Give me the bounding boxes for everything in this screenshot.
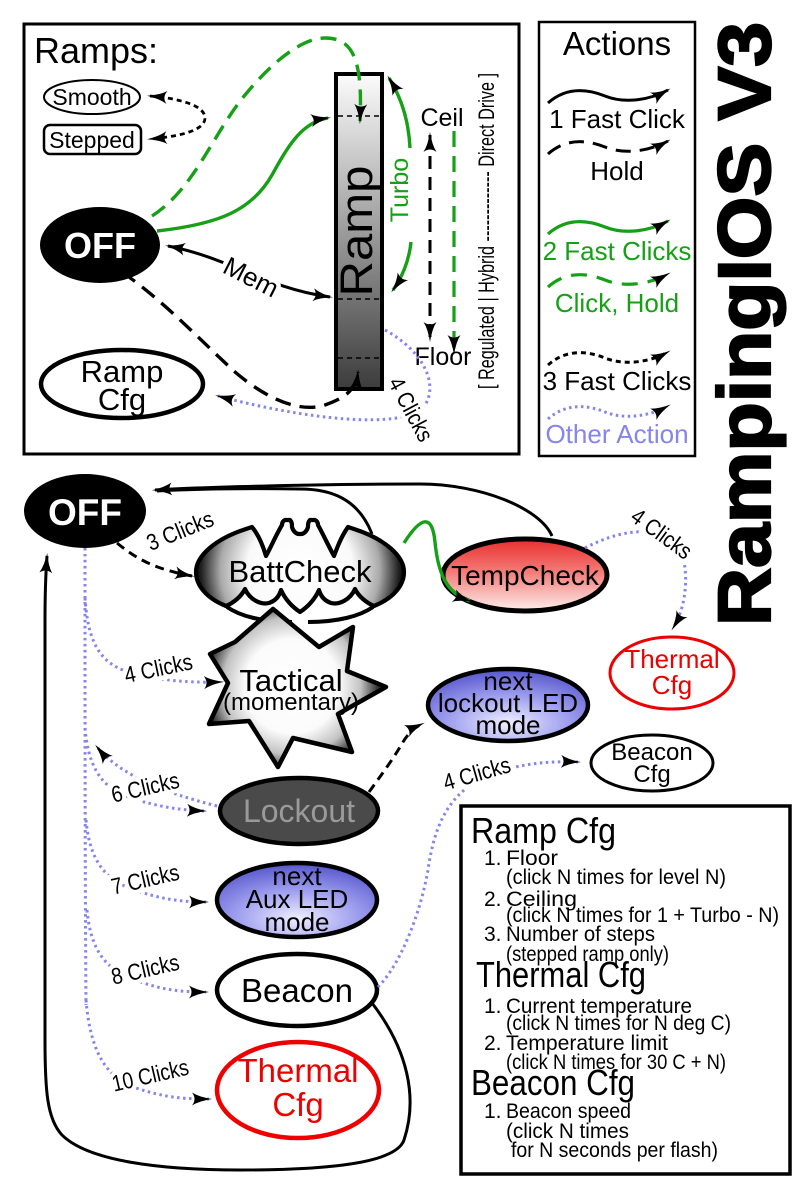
svg-text:3 Fast Clicks: 3 Fast Clicks [543,366,692,396]
svg-text:Beacon: Beacon [611,739,692,766]
svg-text:Cfg: Cfg [652,670,692,700]
svg-text:Ramps:: Ramps: [34,30,158,71]
svg-text:Aux LED: Aux LED [246,884,349,914]
svg-text:1 Fast Click: 1 Fast Click [549,104,686,134]
svg-text:OFF: OFF [64,225,136,266]
svg-text:3.: 3. [484,923,502,946]
svg-text:Hold: Hold [590,156,643,186]
svg-text:Other Action: Other Action [545,419,688,449]
svg-text:Ramp: Ramp [331,166,382,297]
svg-text:Beacon Cfg: Beacon Cfg [471,1062,635,1103]
svg-text:Click, Hold: Click, Hold [555,288,679,318]
svg-text:Current temperature: Current temperature [506,995,692,1018]
svg-text:OFF: OFF [48,492,122,533]
svg-text:(click N times for level N): (click N times for level N) [506,866,726,889]
svg-text:Ceiling: Ceiling [506,888,577,911]
svg-text:Ceil: Ceil [420,104,463,132]
svg-text:Ramp Cfg: Ramp Cfg [471,810,616,851]
svg-text:mode: mode [475,710,540,740]
svg-text:for N seconds per flash): for N seconds per flash) [511,1139,718,1162]
svg-text:(stepped ramp only): (stepped ramp only) [506,943,669,966]
svg-text:BattCheck: BattCheck [228,554,372,589]
svg-text:2.: 2. [484,1032,502,1055]
svg-text:Smooth: Smooth [52,84,131,110]
svg-text:(click N times for 1 + Turbo -: (click N times for 1 + Turbo - N) [506,904,779,927]
svg-text:next: next [483,666,533,696]
svg-text:Beacon: Beacon [241,972,353,1009]
svg-text:Lockout: Lockout [243,793,355,829]
svg-text:Number of steps: Number of steps [506,923,655,946]
svg-text:Stepped: Stepped [49,127,135,153]
svg-text:Beacon speed: Beacon speed [506,1100,631,1123]
svg-text:next: next [272,861,322,891]
svg-text:(click N times for N deg C): (click N times for N deg C) [506,1012,731,1035]
svg-text:[ Regulated | Hybrid ---------: [ Regulated | Hybrid ------------- Direc… [474,73,499,389]
svg-text:mode: mode [264,907,329,937]
svg-text:Tactical: Tactical [239,663,342,698]
svg-text:1.: 1. [484,1100,502,1123]
svg-text:lockout LED: lockout LED [438,688,578,718]
svg-text:Floor: Floor [506,847,558,870]
svg-text:Actions: Actions [563,25,671,62]
svg-text:Thermal: Thermal [624,644,719,674]
svg-text:Thermal Cfg: Thermal Cfg [476,954,646,995]
svg-text:(click N times for 30 C + N): (click N times for 30 C + N) [506,1051,726,1074]
svg-text:Temperature limit: Temperature limit [506,1032,668,1055]
svg-text:Turbo: Turbo [386,158,414,222]
svg-text:Cfg: Cfg [98,382,146,417]
svg-text:Cfg: Cfg [272,1086,323,1123]
svg-text:2.: 2. [484,888,502,911]
svg-text:RampingIOS V3: RampingIOS V3 [703,22,786,626]
svg-text:TempCheck: TempCheck [451,560,600,591]
svg-text:1.: 1. [484,995,502,1018]
svg-text:(momentary): (momentary) [223,689,359,716]
svg-text:Cfg: Cfg [633,761,670,788]
svg-text:2 Fast Clicks: 2 Fast Clicks [543,236,692,266]
svg-text:Ramp: Ramp [81,354,164,389]
svg-text:1.: 1. [484,847,502,870]
svg-text:Thermal: Thermal [237,1052,358,1089]
svg-text:(click N times: (click N times [506,1120,629,1143]
svg-text:Floor: Floor [415,343,472,371]
